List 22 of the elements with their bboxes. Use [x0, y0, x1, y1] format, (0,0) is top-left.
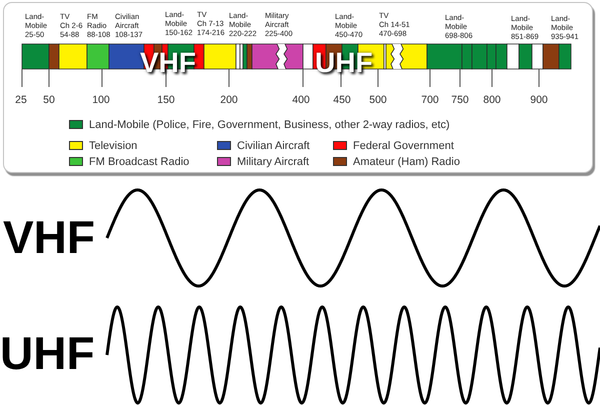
tick-label: 800: [483, 95, 501, 106]
wave-label: UHF: [0, 330, 95, 376]
legend-label: Television: [89, 140, 138, 152]
legend-label: Military Aircraft: [237, 156, 310, 168]
tick-label: 750: [451, 95, 469, 106]
legend-label: FM Broadcast Radio: [89, 156, 190, 168]
tick-label: 900: [530, 95, 548, 106]
tick-label: 700: [421, 95, 439, 106]
band-overlay-label: UHF: [315, 49, 373, 77]
tick-label: 150: [157, 95, 175, 106]
tick-label: 400: [292, 95, 310, 106]
legend-label: Amateur (Ham) Radio: [353, 156, 460, 168]
legend-label: Civilian Aircraft: [237, 140, 310, 152]
tick-label: 50: [43, 95, 55, 106]
legend-label: Federal Government: [353, 140, 454, 152]
tick-label: 25: [15, 95, 27, 106]
tick-label: 450: [333, 95, 351, 106]
tick-label: 100: [92, 95, 110, 106]
wave-label: VHF: [3, 214, 95, 260]
tick-label: 200: [220, 95, 238, 106]
tick-label: 500: [369, 95, 387, 106]
legend-label: Land-Mobile (Police, Fire, Government, Business, other 2-way radios, etc): [89, 120, 450, 130]
